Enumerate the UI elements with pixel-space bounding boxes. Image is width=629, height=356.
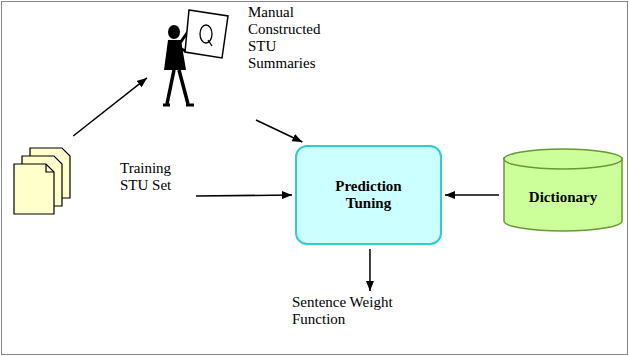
node-text: Prediction Tuning <box>319 178 419 212</box>
arrow-connector <box>256 120 302 142</box>
output-text-node: Sentence Weight Function <box>292 294 417 338</box>
database-cylinder: Dictionary <box>503 148 623 232</box>
node-text: Sentence Weight Function <box>292 294 410 328</box>
arrow-connector <box>445 194 499 196</box>
figure-label-node: Manual Constructed STU Summaries <box>150 4 350 116</box>
document-set-node: Training STU Set <box>12 140 192 220</box>
arrow-connector <box>73 78 147 136</box>
arrow-connector <box>196 195 292 196</box>
cylinder-top <box>504 149 622 169</box>
person-figure <box>163 10 228 105</box>
node-text: Dictionary <box>529 175 597 206</box>
arrow-connector <box>369 249 371 291</box>
node-text: Training STU Set <box>120 160 186 194</box>
process-box: Prediction Tuning <box>295 145 442 245</box>
document-stack-icon <box>14 148 70 214</box>
node-text: Manual Constructed STU Summaries <box>248 4 328 72</box>
